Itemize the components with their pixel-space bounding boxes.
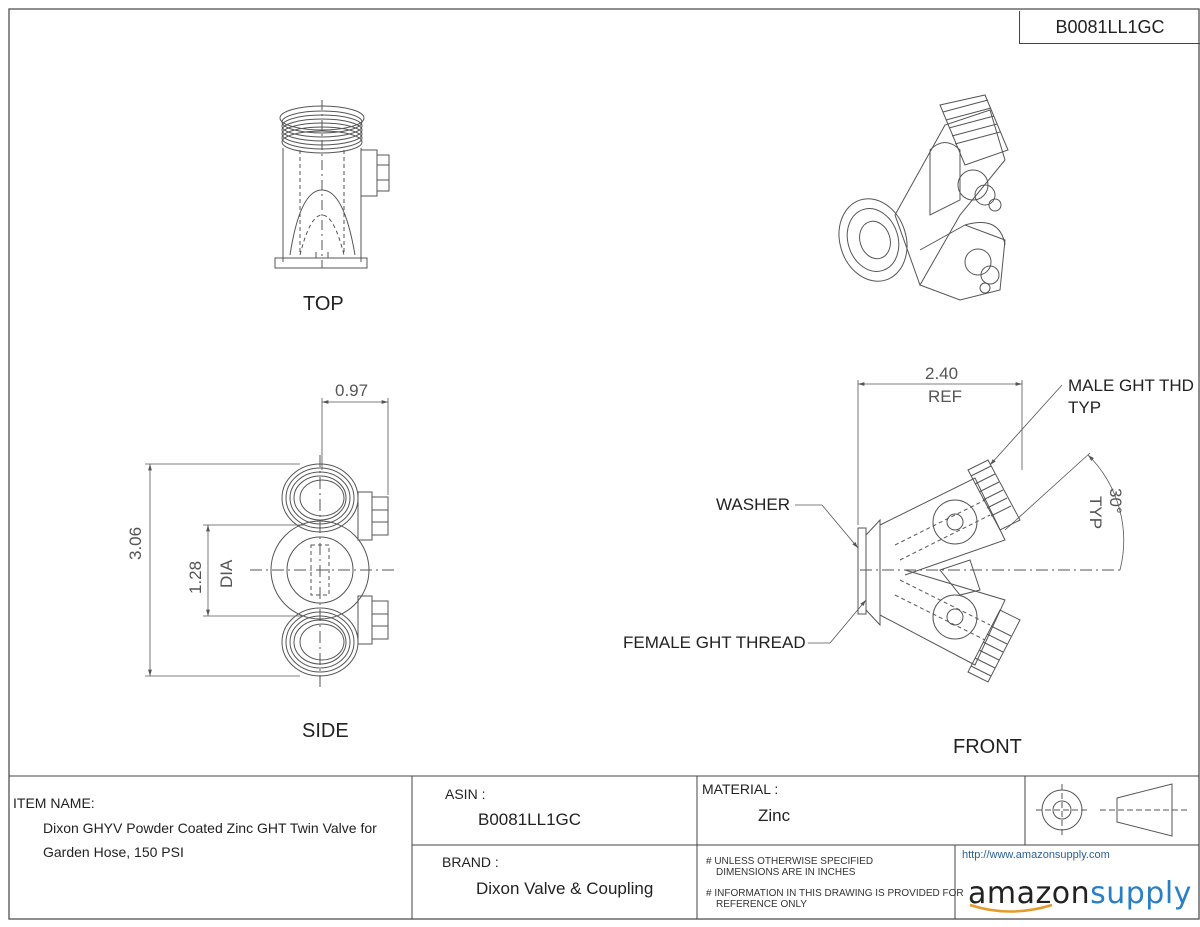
callout-washer: WASHER xyxy=(716,495,790,514)
asin-label: ASIN : xyxy=(445,786,486,802)
dim-angle-value: 30° xyxy=(1106,488,1125,514)
logo-smile-icon xyxy=(969,903,1053,913)
note-reference-line2: REFERENCE ONLY xyxy=(716,899,807,910)
item-name-line2: Garden Hose, 150 PSI xyxy=(43,844,184,860)
view-title-side: SIDE xyxy=(302,720,349,742)
part-number: B0081LL1GC xyxy=(1055,16,1165,37)
dim-overall-ref: REF xyxy=(928,387,962,406)
part-number-box: B0081LL1GC xyxy=(1019,11,1200,44)
brand-label: BRAND : xyxy=(442,854,499,870)
note-units-line2: DIMENSIONS ARE IN INCHES xyxy=(716,867,856,878)
projection-symbol-icon xyxy=(1036,783,1190,837)
amazonsupply-logo: amazonsupply xyxy=(968,876,1192,911)
logo-text-amazon: amazon xyxy=(968,876,1091,911)
logo-text-supply: supply xyxy=(1090,876,1192,911)
dim-overall-value: 2.40 xyxy=(925,364,959,383)
front-view-drawing xyxy=(857,459,1120,683)
dim-angle-typ: TYP xyxy=(1086,496,1105,530)
top-view-drawing xyxy=(274,100,390,269)
front-view-dimensions xyxy=(795,380,1125,644)
dim-width-value: 0.97 xyxy=(335,381,369,400)
item-name-label: ITEM NAME: xyxy=(13,795,95,811)
title-block-lines xyxy=(9,775,1199,919)
brand-value: Dixon Valve & Coupling xyxy=(476,879,654,898)
callout-female-thread: FEMALE GHT THREAD xyxy=(623,633,806,652)
material-label: MATERIAL : xyxy=(702,781,779,797)
callout-male-thread: MALE GHT THD xyxy=(1068,376,1194,395)
sheet-border xyxy=(8,8,1200,920)
dim-height-value: 3.06 xyxy=(126,526,145,560)
isometric-view-drawing xyxy=(838,94,1009,301)
asin-value: B0081LL1GC xyxy=(478,810,582,829)
dim-dia-label: DIA xyxy=(217,559,236,588)
note-reference-line1: # INFORMATION IN THIS DRAWING IS PROVIDE… xyxy=(706,888,964,899)
side-view-drawing xyxy=(250,455,395,690)
website-url: http://www.amazonsupply.com xyxy=(962,849,1110,861)
callout-male-thread-typ: TYP xyxy=(1068,398,1102,417)
view-title-front: FRONT xyxy=(953,736,1022,758)
note-units-line1: # UNLESS OTHERWISE SPECIFIED xyxy=(706,856,874,867)
item-name-line1: Dixon GHYV Powder Coated Zinc GHT Twin V… xyxy=(43,820,377,836)
view-title-top: TOP xyxy=(303,293,344,315)
material-value: Zinc xyxy=(758,806,791,825)
side-view-dimensions xyxy=(145,398,389,677)
dim-dia-value: 1.28 xyxy=(186,560,205,594)
